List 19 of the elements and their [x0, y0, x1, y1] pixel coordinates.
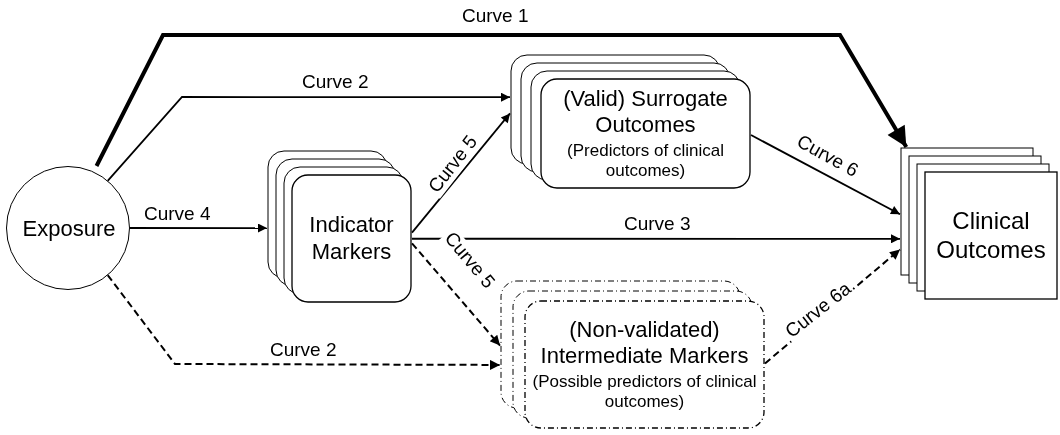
arrow: [750, 134, 901, 216]
arrow: [411, 242, 501, 347]
arrow: [106, 274, 501, 370]
arrow: [94, 33, 909, 167]
arrow: [411, 234, 901, 244]
node-description: (Possible predictors of clinical outcomes): [531, 371, 758, 413]
node-label: Clinical Outcomes: [935, 206, 1047, 265]
stacked-cards: [900, 147, 1058, 300]
arrow: [106, 92, 511, 182]
node-label: (Non-validated) Intermediate Markers: [539, 316, 750, 370]
node-description: (Predictors of clinical outcomes): [566, 140, 725, 182]
stacked-cards: [500, 280, 765, 429]
arrow: [411, 112, 511, 234]
stacked-cards: [267, 150, 412, 303]
arrow: [129, 223, 268, 233]
node-label: Exposure: [22, 215, 116, 243]
node-label: Indicator Markers: [308, 212, 395, 265]
node-label: (Valid) Surrogate Outcomes: [562, 85, 729, 139]
stacked-cards: [510, 54, 751, 189]
